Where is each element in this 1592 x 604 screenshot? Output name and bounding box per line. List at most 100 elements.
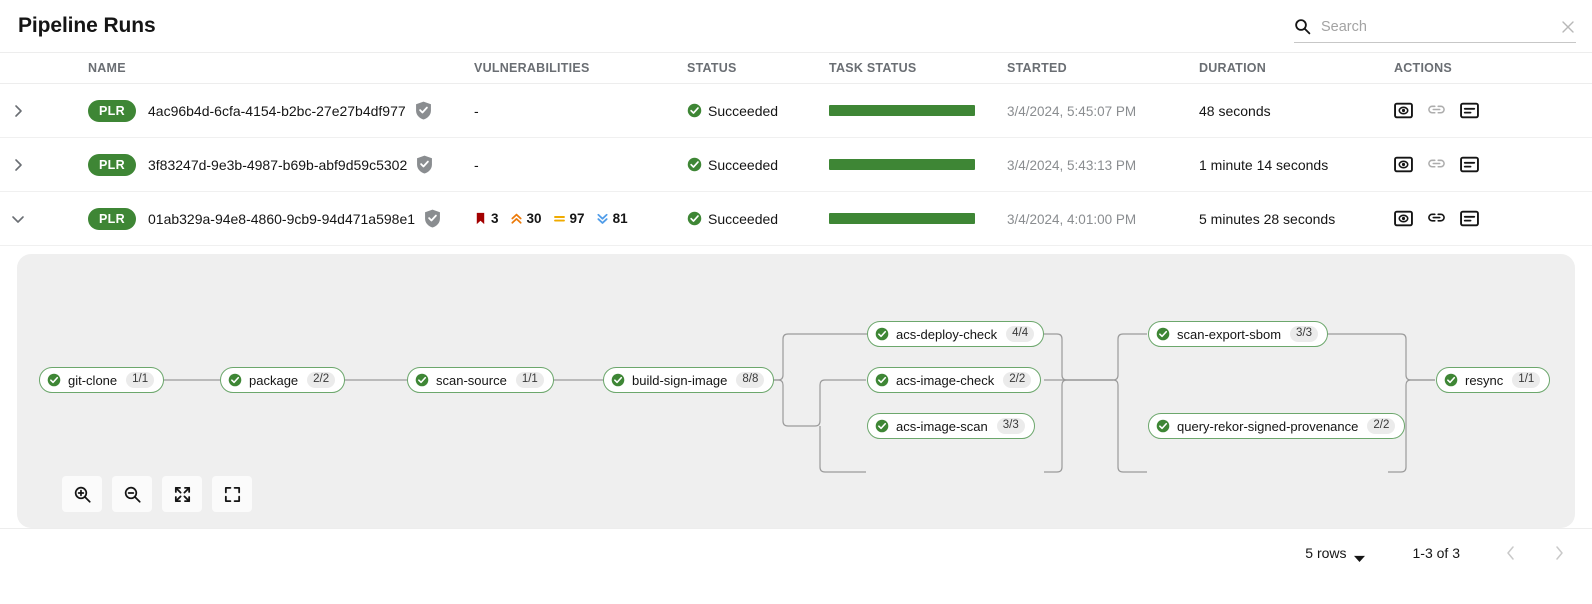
column-header-actions: ACTIONS bbox=[1394, 61, 1452, 75]
search-icon bbox=[1294, 18, 1311, 35]
duration-text: 5 minutes 28 seconds bbox=[1199, 210, 1336, 227]
status-text: Succeeded bbox=[708, 156, 779, 173]
node-task-count: 1/1 bbox=[515, 372, 544, 388]
task-status-progress bbox=[829, 105, 975, 116]
table-row[interactable]: PLR 4ac96b4d-6cfa-4154-b2bc-27e27b4df977… bbox=[0, 84, 1592, 138]
check-circle-icon bbox=[1444, 373, 1458, 387]
node-task-count: 2/2 bbox=[307, 372, 336, 388]
row-expand-toggle[interactable] bbox=[0, 157, 30, 173]
row-expand-toggle[interactable] bbox=[0, 103, 30, 119]
node-label: scan-source bbox=[436, 372, 507, 388]
graph-node-scan-source[interactable]: scan-source 1/1 bbox=[407, 367, 554, 393]
duration-text: 48 seconds bbox=[1199, 102, 1271, 119]
page-header: Pipeline Runs bbox=[0, 0, 1592, 52]
started-timestamp: 3/4/2024, 5:45:07 PM bbox=[1007, 103, 1137, 119]
rows-per-page-select[interactable]: 5 rows bbox=[1305, 545, 1365, 562]
shield-check-icon bbox=[415, 101, 432, 120]
node-task-count: 3/3 bbox=[996, 418, 1025, 434]
search-input[interactable] bbox=[1321, 14, 1554, 39]
status-text: Succeeded bbox=[708, 102, 779, 119]
column-header-vulnerabilities: VULNERABILITIES bbox=[474, 61, 590, 75]
medium-count: 97 bbox=[569, 211, 585, 226]
shield-check-icon bbox=[424, 209, 441, 228]
graph-node-package[interactable]: package 2/2 bbox=[220, 367, 346, 393]
graph-node-acs-image-scan[interactable]: acs-image-scan 3/3 bbox=[867, 413, 1035, 439]
logs-icon[interactable] bbox=[1460, 209, 1479, 228]
chevron-down-icon bbox=[10, 211, 26, 227]
graph-node-build-sign-image[interactable]: build-sign-image 8/8 bbox=[603, 367, 775, 393]
pagination-controls bbox=[1504, 545, 1566, 561]
check-circle-icon bbox=[1156, 327, 1170, 341]
pipeline-runs-table: NAME VULNERABILITIES STATUS TASK STATUS … bbox=[0, 52, 1592, 576]
graph-zoom-controls bbox=[62, 476, 252, 512]
graph-node-resync[interactable]: resync 1/1 bbox=[1436, 367, 1551, 393]
table-header-row: NAME VULNERABILITIES STATUS TASK STATUS … bbox=[0, 52, 1592, 84]
search-box[interactable] bbox=[1294, 11, 1576, 43]
node-task-count: 2/2 bbox=[1367, 418, 1396, 434]
view-output-icon[interactable] bbox=[1394, 101, 1413, 120]
check-circle-icon bbox=[875, 373, 889, 387]
task-status-progress bbox=[829, 159, 975, 170]
node-label: acs-deploy-check bbox=[896, 326, 998, 342]
check-circle-icon bbox=[47, 373, 61, 387]
column-header-status: STATUS bbox=[687, 61, 737, 75]
chevron-right-icon[interactable] bbox=[1552, 545, 1566, 561]
chevron-left-icon[interactable] bbox=[1504, 545, 1518, 561]
link-icon[interactable] bbox=[1427, 155, 1446, 174]
node-label: query-rekor-signed-provenance bbox=[1177, 418, 1359, 434]
view-output-icon[interactable] bbox=[1394, 155, 1413, 174]
check-circle-icon bbox=[875, 419, 889, 433]
check-circle-icon bbox=[228, 373, 242, 387]
zoom-in-button[interactable] bbox=[62, 476, 102, 512]
graph-node-acs-deploy-check[interactable]: acs-deploy-check 4/4 bbox=[867, 321, 1045, 347]
run-name[interactable]: 01ab329a-94e8-4860-9cb9-94d471a598e1 bbox=[148, 210, 416, 227]
node-task-count: 1/1 bbox=[1512, 372, 1541, 388]
node-label: acs-image-check bbox=[896, 372, 995, 388]
close-icon[interactable] bbox=[1560, 19, 1576, 35]
graph-node-scan-export-sbom[interactable]: scan-export-sbom 3/3 bbox=[1148, 321, 1329, 347]
node-label: package bbox=[249, 372, 299, 388]
column-header-started: STARTED bbox=[1007, 61, 1067, 75]
vulnerability-severity-group: 3 30 97 81 bbox=[474, 211, 687, 226]
table-row[interactable]: PLR 01ab329a-94e8-4860-9cb9-94d471a598e1… bbox=[0, 192, 1592, 246]
pipeline-graph-panel[interactable]: git-clone 1/1 package 2/2 scan-source 1/… bbox=[17, 254, 1575, 528]
check-circle-icon bbox=[1156, 419, 1170, 433]
table-row[interactable]: PLR 3f83247d-9e3b-4987-b69b-abf9d59c5302… bbox=[0, 138, 1592, 192]
row-expand-toggle[interactable] bbox=[0, 211, 30, 227]
logs-icon[interactable] bbox=[1460, 155, 1479, 174]
node-task-count: 2/2 bbox=[1003, 372, 1032, 388]
vulnerability-low: 81 bbox=[596, 211, 628, 226]
started-timestamp: 3/4/2024, 4:01:00 PM bbox=[1007, 211, 1137, 227]
vulnerability-medium: 97 bbox=[553, 211, 585, 226]
graph-node-query-rekor-signed-provenance[interactable]: query-rekor-signed-provenance 2/2 bbox=[1148, 413, 1406, 439]
zoom-out-button[interactable] bbox=[112, 476, 152, 512]
link-icon[interactable] bbox=[1427, 101, 1446, 120]
node-task-count: 8/8 bbox=[736, 372, 765, 388]
started-timestamp: 3/4/2024, 5:43:13 PM bbox=[1007, 157, 1137, 173]
column-header-duration: DURATION bbox=[1199, 61, 1267, 75]
graph-node-acs-image-check[interactable]: acs-image-check 2/2 bbox=[867, 367, 1042, 393]
check-circle-icon bbox=[415, 373, 429, 387]
vulnerability-high: 30 bbox=[510, 211, 542, 226]
critical-severity-icon bbox=[474, 212, 487, 225]
link-icon[interactable] bbox=[1427, 209, 1446, 228]
chevron-right-icon bbox=[10, 103, 26, 119]
pagination-range: 1-3 of 3 bbox=[1412, 544, 1460, 561]
fullscreen-button[interactable] bbox=[212, 476, 252, 512]
run-name[interactable]: 4ac96b4d-6cfa-4154-b2bc-27e27b4df977 bbox=[148, 102, 406, 119]
table-footer: 5 rows 1-3 of 3 bbox=[0, 528, 1592, 576]
node-label: acs-image-scan bbox=[896, 418, 988, 434]
view-output-icon[interactable] bbox=[1394, 209, 1413, 228]
graph-node-git-clone[interactable]: git-clone 1/1 bbox=[39, 367, 165, 393]
node-task-count: 4/4 bbox=[1006, 326, 1035, 342]
node-label: resync bbox=[1465, 372, 1504, 388]
fit-view-button[interactable] bbox=[162, 476, 202, 512]
critical-count: 3 bbox=[491, 211, 499, 226]
logs-icon[interactable] bbox=[1460, 101, 1479, 120]
run-name[interactable]: 3f83247d-9e3b-4987-b69b-abf9d59c5302 bbox=[148, 156, 408, 173]
run-type-badge: PLR bbox=[88, 153, 136, 176]
task-status-progress bbox=[829, 213, 975, 224]
medium-severity-icon bbox=[553, 212, 566, 225]
duration-text: 1 minute 14 seconds bbox=[1199, 156, 1329, 173]
high-severity-icon bbox=[510, 212, 523, 225]
